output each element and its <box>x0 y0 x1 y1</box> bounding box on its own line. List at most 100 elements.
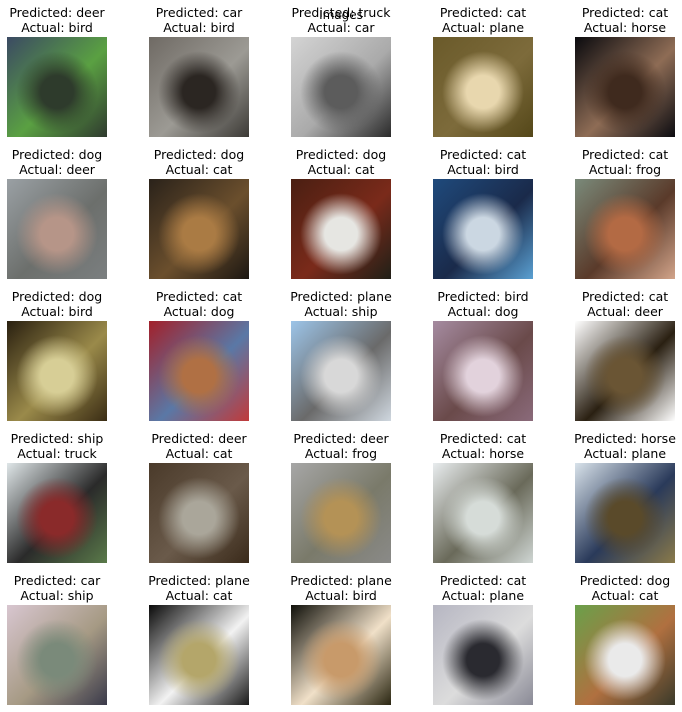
actual-label: Actual: bird <box>163 20 235 35</box>
predicted-label: Predicted: bird <box>437 289 529 304</box>
image-thumbnail <box>7 321 107 421</box>
predicted-label: Predicted: cat <box>439 5 527 20</box>
predicted-label: Predicted: cat <box>581 289 669 304</box>
image-thumbnail <box>575 179 675 279</box>
predicted-label: Predicted: car <box>13 573 101 588</box>
predicted-label: Predicted: ship <box>10 431 104 446</box>
predicted-label: Predicted: deer <box>151 431 247 446</box>
actual-label: Actual: ship <box>20 588 94 603</box>
image-thumbnail <box>149 179 249 279</box>
actual-label: Actual: dog <box>163 304 235 319</box>
predicted-label: Predicted: plane <box>290 573 392 588</box>
image-thumbnail <box>575 321 675 421</box>
predicted-label: Predicted: dog <box>11 147 103 162</box>
actual-label: Actual: bird <box>21 20 93 35</box>
predicted-label: Predicted: cat <box>439 147 527 162</box>
image-thumbnail <box>7 37 107 137</box>
image-thumbnail <box>575 37 675 137</box>
image-thumbnail <box>291 463 391 563</box>
predicted-label: Predicted: cat <box>155 289 243 304</box>
image-thumbnail <box>433 321 533 421</box>
image-thumbnail <box>149 321 249 421</box>
predicted-label: Predicted: dog <box>153 147 245 162</box>
image-thumbnail <box>291 321 391 421</box>
actual-label: Actual: frog <box>304 446 378 461</box>
predicted-label: Predicted: horse <box>574 431 676 446</box>
actual-label: Actual: cat <box>591 588 659 603</box>
figure-title: Images <box>319 8 363 22</box>
predicted-label: Predicted: dog <box>579 573 671 588</box>
actual-label: Actual: bird <box>447 162 519 177</box>
actual-label: Actual: cat <box>165 588 233 603</box>
image-thumbnail <box>575 463 675 563</box>
actual-label: Actual: car <box>307 20 375 35</box>
actual-label: Actual: frog <box>588 162 662 177</box>
actual-label: Actual: bird <box>21 304 93 319</box>
image-thumbnail <box>433 463 533 563</box>
predicted-label: Predicted: cat <box>439 431 527 446</box>
predicted-label: Predicted: plane <box>290 289 392 304</box>
actual-label: Actual: horse <box>441 446 525 461</box>
predicted-label: Predicted: dog <box>295 147 387 162</box>
actual-label: Actual: horse <box>583 20 667 35</box>
image-thumbnail <box>291 37 391 137</box>
image-thumbnail <box>7 605 107 705</box>
image-thumbnail <box>149 463 249 563</box>
actual-label: Actual: truck <box>17 446 97 461</box>
image-thumbnail <box>7 463 107 563</box>
predicted-label: Predicted: cat <box>581 5 669 20</box>
predicted-label: Predicted: truck <box>291 5 391 20</box>
image-thumbnail <box>149 605 249 705</box>
actual-label: Actual: cat <box>165 162 233 177</box>
actual-label: Actual: deer <box>19 162 95 177</box>
actual-label: Actual: cat <box>307 162 375 177</box>
image-thumbnail <box>433 179 533 279</box>
predicted-label: Predicted: plane <box>148 573 250 588</box>
image-thumbnail <box>291 605 391 705</box>
predicted-label: Predicted: dog <box>11 289 103 304</box>
predicted-label: Predicted: cat <box>581 147 669 162</box>
actual-label: Actual: cat <box>165 446 233 461</box>
image-thumbnail <box>291 179 391 279</box>
actual-label: Actual: plane <box>441 588 525 603</box>
predicted-label: Predicted: car <box>155 5 243 20</box>
image-thumbnail <box>7 179 107 279</box>
actual-label: Actual: bird <box>305 588 377 603</box>
image-thumbnail <box>575 605 675 705</box>
predicted-label: Predicted: cat <box>439 573 527 588</box>
image-thumbnail <box>149 37 249 137</box>
image-thumbnail <box>433 37 533 137</box>
actual-label: Actual: plane <box>583 446 667 461</box>
image-thumbnail <box>433 605 533 705</box>
predicted-label: Predicted: deer <box>9 5 105 20</box>
actual-label: Actual: deer <box>587 304 663 319</box>
predicted-label: Predicted: deer <box>293 431 389 446</box>
actual-label: Actual: plane <box>441 20 525 35</box>
actual-label: Actual: dog <box>447 304 519 319</box>
